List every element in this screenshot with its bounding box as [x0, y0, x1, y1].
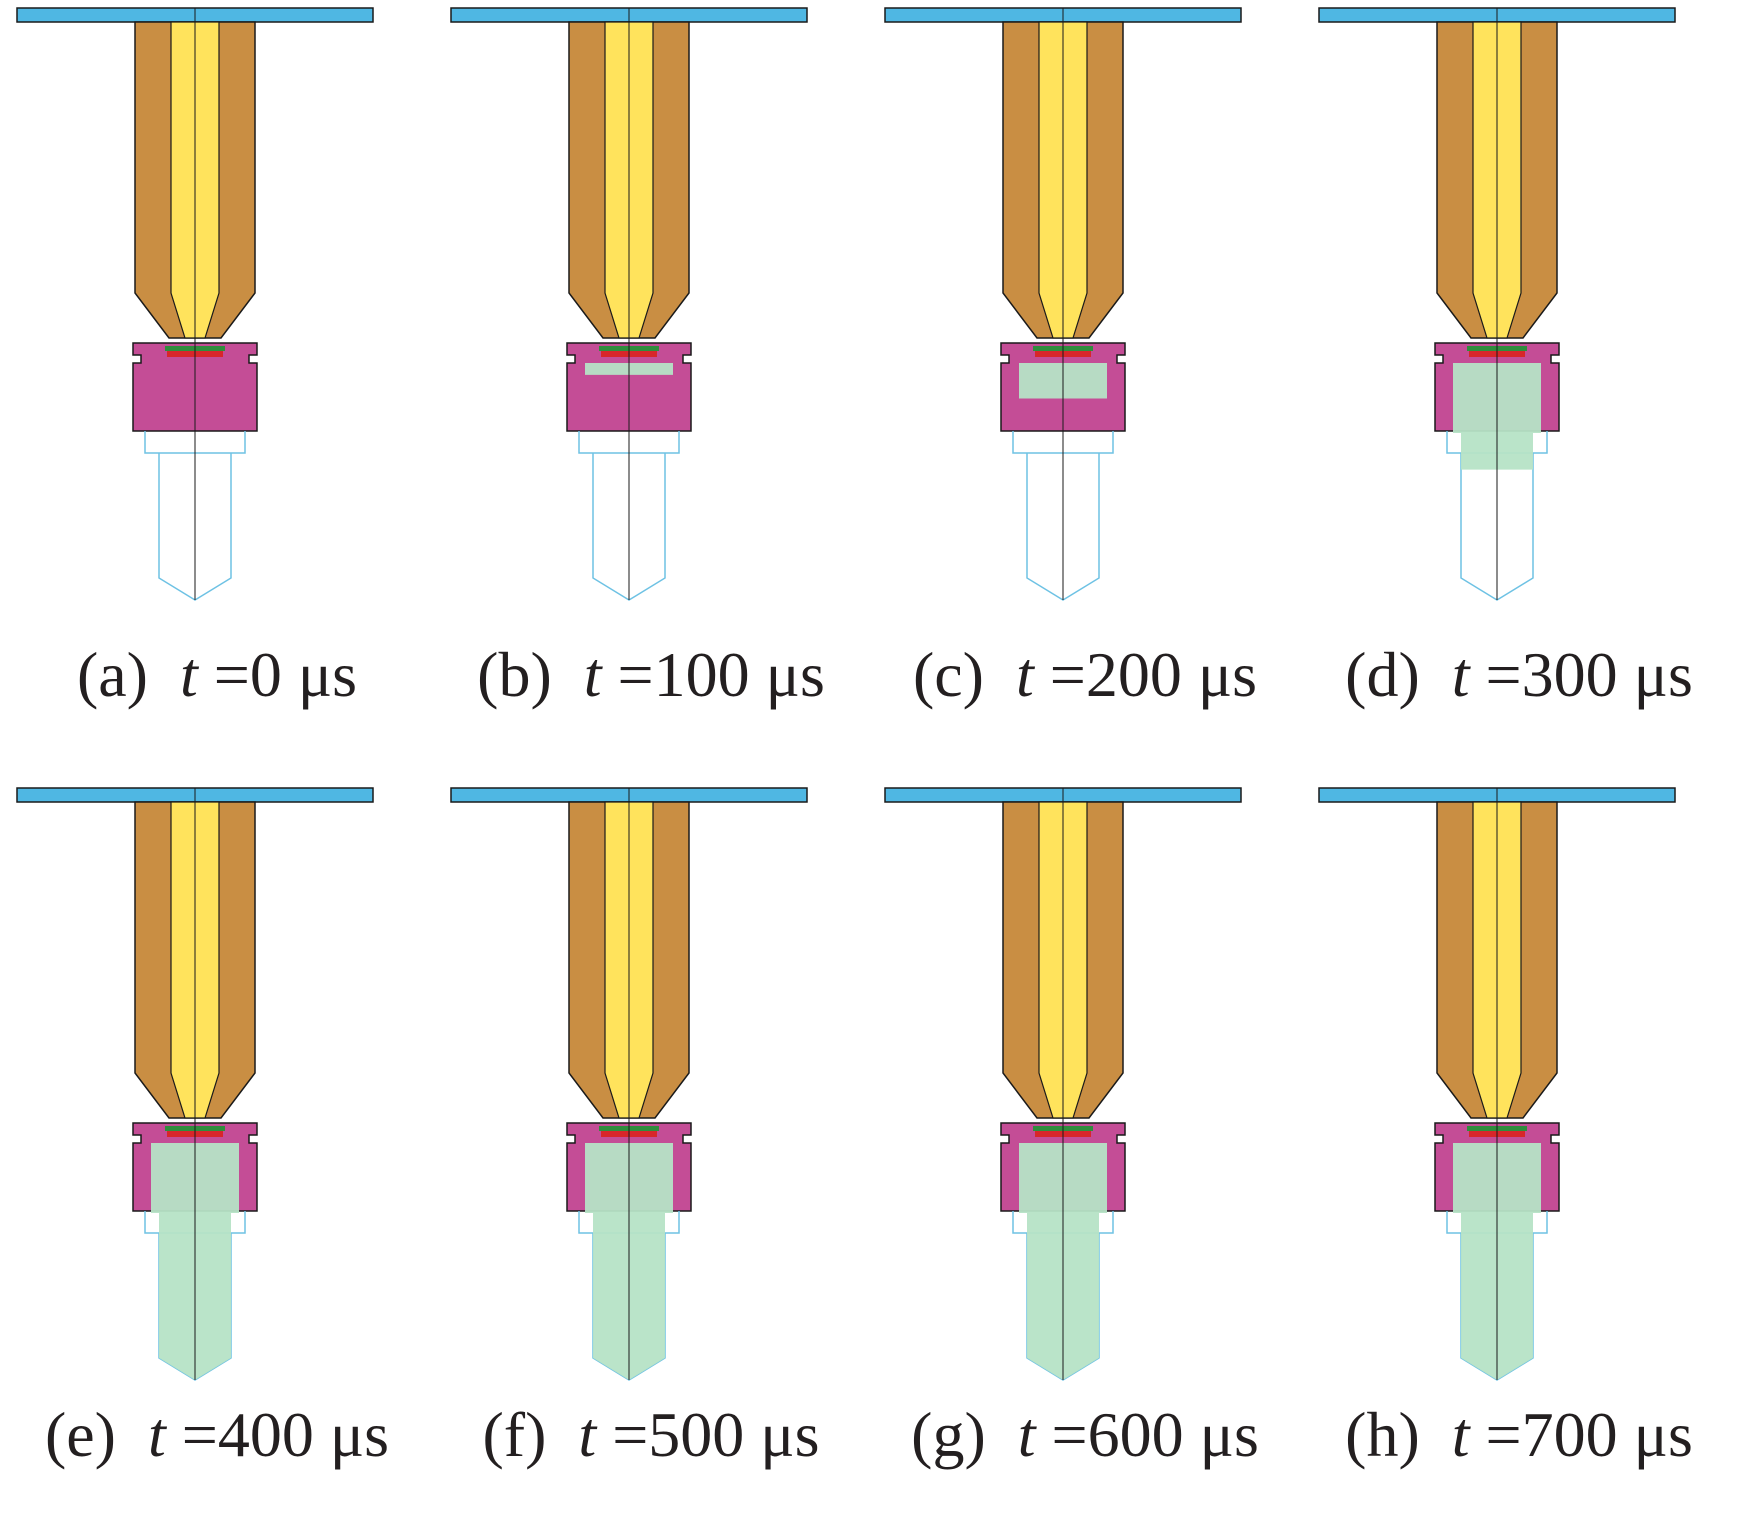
caption-value: 0 [249, 639, 282, 710]
caption-unit: μs [1633, 1399, 1693, 1470]
caption-var: t [1451, 639, 1470, 710]
caption-unit: μs [760, 1399, 820, 1470]
caption-a: (a) t =0 μs [0, 640, 434, 710]
panel-d: (d) t =300 μs [1302, 0, 1736, 740]
detonator-diagram-d [1318, 7, 1676, 601]
caption-unit: μs [329, 1399, 390, 1470]
caption-letter: (g) [911, 1399, 986, 1470]
caption-eq: = [181, 1399, 218, 1470]
detonator-diagram-f [450, 787, 808, 1381]
caption-value: 600 [1087, 1399, 1184, 1470]
caption-var: t [179, 639, 198, 710]
caption-eq: = [1485, 1399, 1522, 1470]
caption-value: 700 [1521, 1399, 1618, 1470]
caption-c: (c) t =200 μs [868, 640, 1302, 710]
panel-c: (c) t =200 μs [868, 0, 1302, 740]
caption-eq: = [1051, 1399, 1088, 1470]
caption-d: (d) t =300 μs [1302, 640, 1736, 710]
detonator-diagram-g [884, 787, 1242, 1381]
caption-h: (h) t =700 μs [1302, 1400, 1736, 1470]
caption-var: t [578, 1399, 597, 1470]
caption-var: t [1451, 1399, 1470, 1470]
panel-e: (e) t =400 μs [0, 780, 434, 1520]
caption-f: (f) t =500 μs [434, 1400, 868, 1470]
caption-letter: (a) [76, 639, 148, 710]
caption-letter: (e) [44, 1399, 116, 1470]
caption-var: t [1017, 1399, 1036, 1470]
caption-unit: μs [1197, 639, 1258, 710]
caption-unit: μs [765, 639, 825, 710]
caption-eq: = [612, 1399, 649, 1470]
caption-unit: μs [1199, 1399, 1259, 1470]
caption-eq: = [617, 639, 654, 710]
detonator-diagram-a [16, 7, 374, 601]
caption-var: t [147, 1399, 166, 1470]
caption-unit: μs [297, 639, 358, 710]
panel-b: (b) t =100 μs [434, 0, 868, 740]
caption-value: 500 [648, 1399, 745, 1470]
detonator-diagram-h [1318, 787, 1676, 1381]
caption-value: 100 [653, 639, 750, 710]
caption-letter: (h) [1345, 1399, 1420, 1470]
caption-letter: (d) [1345, 639, 1420, 710]
caption-value: 300 [1521, 639, 1618, 710]
caption-unit: μs [1633, 639, 1693, 710]
caption-value: 200 [1085, 639, 1182, 710]
caption-e: (e) t =400 μs [0, 1400, 434, 1470]
detonator-diagram-b [450, 7, 808, 601]
caption-var: t [583, 639, 602, 710]
caption-letter: (f) [482, 1399, 547, 1470]
caption-g: (g) t =600 μs [868, 1400, 1302, 1470]
caption-b: (b) t =100 μs [434, 640, 868, 710]
caption-value: 400 [217, 1399, 314, 1470]
caption-eq: = [1485, 639, 1522, 710]
panel-a: (a) t =0 μs [0, 0, 434, 740]
panel-f: (f) t =500 μs [434, 780, 868, 1520]
caption-letter: (c) [912, 639, 984, 710]
detonator-diagram-e [16, 787, 374, 1381]
detonator-diagram-c [884, 7, 1242, 601]
caption-eq: = [213, 639, 250, 710]
panel-h: (h) t =700 μs [1302, 780, 1736, 1520]
caption-letter: (b) [477, 639, 552, 710]
caption-var: t [1015, 639, 1034, 710]
panel-g: (g) t =600 μs [868, 780, 1302, 1520]
caption-eq: = [1049, 639, 1086, 710]
